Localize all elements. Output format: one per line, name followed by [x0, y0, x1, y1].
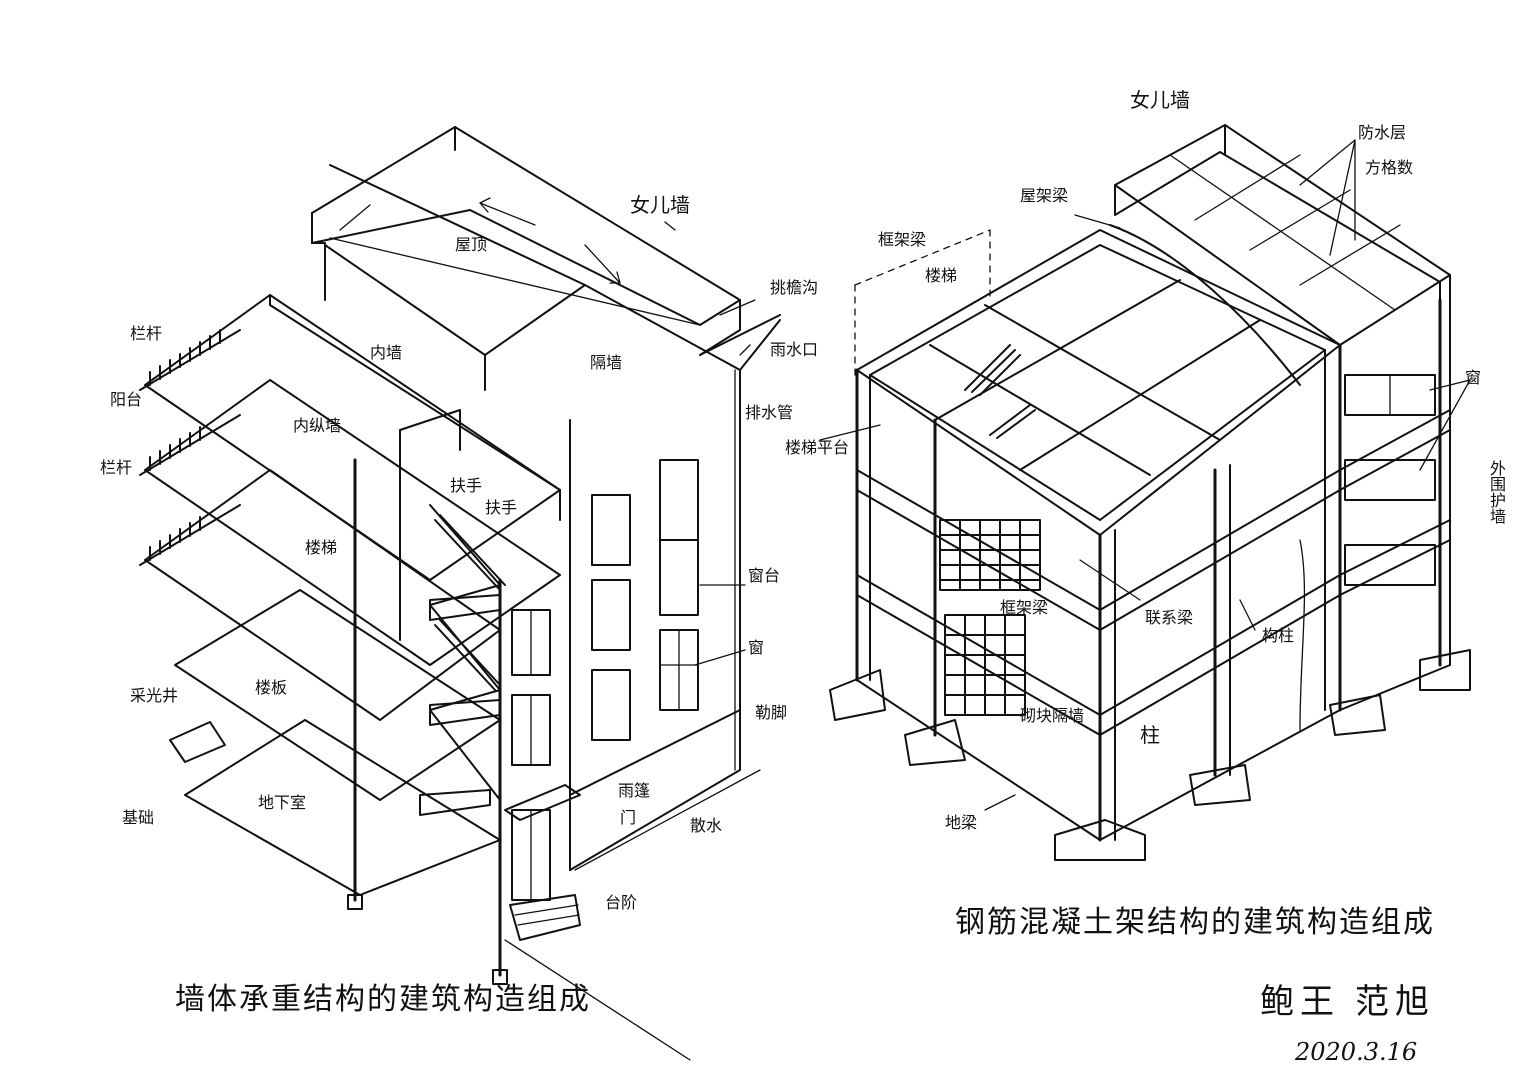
label-stair-right: 楼梯 — [925, 266, 958, 285]
label-inner-wall: 内墙 — [370, 343, 403, 362]
label-apron: 散水 — [690, 816, 723, 835]
label-staircase: 楼梯 — [305, 538, 338, 557]
label-canopy: 雨篷 — [618, 781, 651, 800]
label-inner-long-wall: 内纵墙 — [293, 416, 342, 435]
label-window: 窗 — [748, 638, 765, 657]
label-stair-board: 扶手 — [485, 498, 518, 517]
label-column-detail: 构柱 — [1262, 626, 1295, 645]
label-railing-top: 栏杆 — [130, 324, 163, 343]
label-column: 柱 — [1140, 723, 1160, 747]
label-leader-lines — [664, 139, 1471, 811]
label-frame-beam: 框架梁 — [1000, 598, 1049, 617]
label-drain-pipe: 排水管 — [745, 403, 794, 422]
label-partition: 隔墙 — [590, 353, 623, 372]
label-handrail: 扶手 — [450, 476, 483, 495]
label-balcony: 阳台 — [110, 390, 143, 409]
label-ground-beam: 地梁 — [945, 813, 978, 832]
label-roof-beam: 屋架梁 — [1020, 186, 1069, 205]
label-railing: 栏杆 — [100, 458, 133, 477]
label-floor-slab: 楼板 — [255, 678, 288, 697]
label-waterproof: 防水层 — [1358, 123, 1407, 142]
label-plinth: 勒脚 — [755, 703, 788, 722]
label-parapet-left: 女儿墙 — [630, 193, 690, 217]
label-window-right: 窗 — [1465, 368, 1482, 387]
label-floor-height: 框架梁 — [878, 230, 927, 249]
rc-frame-building-drawing — [829, 124, 1471, 861]
label-door: 门 — [620, 808, 637, 827]
signature-class: 鲍王 — [1260, 982, 1340, 1022]
label-foundation: 基础 — [122, 808, 155, 827]
signature-name: 范旭 — [1355, 982, 1435, 1022]
label-parapet-right: 女儿墙 — [1130, 88, 1190, 112]
label-eave: 挑檐沟 — [770, 278, 819, 297]
label-window-sill: 窗台 — [748, 566, 781, 585]
label-steps: 台阶 — [605, 893, 638, 912]
left-diagram-caption: 墙体承重结构的建筑构造组成 — [175, 982, 591, 1017]
label-basement: 地下室 — [258, 793, 307, 812]
label-roof: 屋顶 — [455, 235, 488, 254]
label-exterior-wall: 外围护墙 — [1487, 460, 1506, 524]
label-stair-slab: 楼梯平台 — [785, 438, 850, 457]
label-insulation: 方格数 — [1365, 158, 1414, 177]
label-block-wall: 砌块隔墙 — [1020, 706, 1085, 725]
bearing-wall-building-drawing — [139, 126, 781, 1061]
signature-date: 2020.3.16 — [1295, 1038, 1418, 1066]
label-tie-beam: 联系梁 — [1145, 608, 1194, 627]
label-light-well: 采光井 — [130, 686, 179, 705]
right-diagram-caption: 钢筋混凝土架结构的建筑构造组成 — [955, 905, 1435, 940]
label-gutter: 雨水口 — [770, 340, 819, 359]
